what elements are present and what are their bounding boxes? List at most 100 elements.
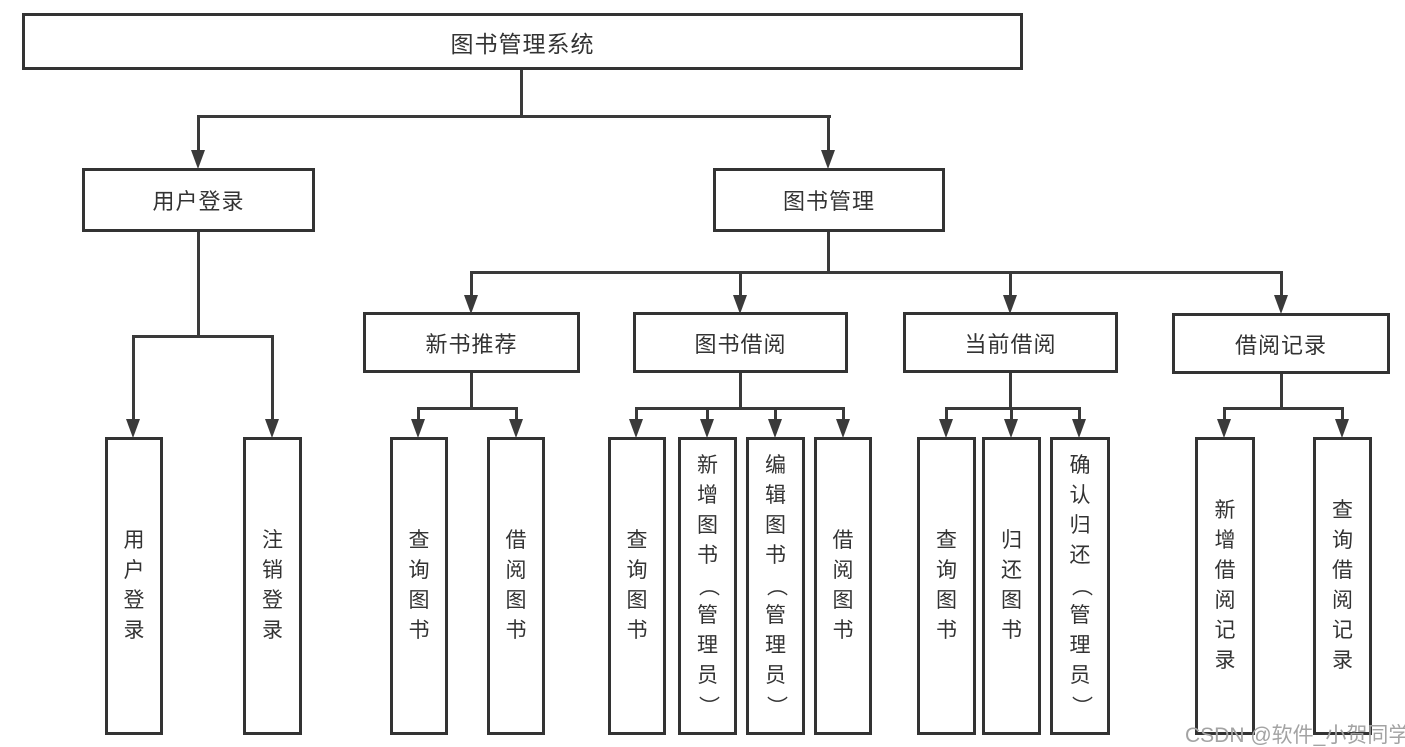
leaf-records-add-record: 新增借阅记录 (1195, 437, 1255, 735)
node-book-management: 图书管理 (713, 168, 945, 232)
arrowhead-records (1274, 295, 1288, 314)
connector-bb-query-drop (635, 407, 638, 421)
connector-leaf-logout-drop (271, 335, 274, 421)
node-user-login: 用户登录 (82, 168, 315, 232)
connector-records-drop (1280, 271, 1283, 297)
arrowhead-br-query (1335, 419, 1349, 438)
arrowhead-leaf-logout (265, 419, 279, 438)
arrowhead-bb-borrow (836, 419, 850, 438)
vertical-char: 询 (936, 559, 957, 582)
vertical-char: （ (1069, 575, 1092, 597)
arrowhead-recommend (464, 295, 478, 314)
vertical-char: 书 (832, 619, 854, 642)
arrowhead-borrowing (733, 295, 747, 314)
vertical-char: 录 (1214, 649, 1236, 672)
leaf-borrowing-edit-books-admin: 编辑图书（管理员） (746, 437, 805, 735)
arrowhead-bb-add (700, 419, 714, 438)
vertical-char: 增 (697, 484, 718, 507)
connector-borrowing-crossbar (635, 407, 845, 410)
connector-root-crossbar (198, 115, 831, 118)
vertical-char: 书 (408, 619, 430, 642)
vertical-char: 录 (1332, 649, 1353, 672)
vertical-char: 新 (697, 454, 718, 477)
connector-br-query-drop (1341, 407, 1344, 421)
vertical-char: 认 (1069, 484, 1091, 507)
vertical-char: （ (696, 575, 720, 597)
node-borrowing-records: 借阅记录 (1172, 313, 1390, 374)
vertical-char: 注 (262, 529, 283, 552)
vertical-char: 图 (832, 589, 854, 612)
leaf-borrowing-add-books-admin: 新增图书（管理员） (678, 437, 737, 735)
node-book-borrowing: 图书借阅 (633, 312, 848, 373)
arrowhead-rec-borrow (509, 419, 523, 438)
leaf-logout: 注销登录 (243, 437, 302, 735)
connector-user-login-crossbar (132, 335, 274, 338)
vertical-char: 书 (765, 544, 786, 567)
vertical-char: 录 (123, 619, 145, 642)
connector-rec-borrow-drop (515, 407, 518, 421)
connector-records-stem (1280, 374, 1283, 410)
vertical-char: 图 (765, 514, 786, 537)
connector-root-stem (520, 70, 523, 118)
vertical-char: （ (764, 575, 788, 597)
vertical-char: 用 (123, 529, 145, 552)
connector-borrowing-drop (739, 271, 742, 297)
vertical-char: 登 (262, 589, 283, 612)
connector-user-login-stem (197, 232, 200, 338)
leaf-recommend-query-books: 查询图书 (390, 437, 448, 735)
vertical-char: 归 (1069, 514, 1091, 537)
connector-cb-query-drop (945, 407, 948, 421)
vertical-char: 登 (123, 589, 145, 612)
arrowhead-user-login (191, 150, 205, 169)
vertical-char: 阅 (1214, 589, 1236, 612)
vertical-char: ） (1069, 695, 1092, 717)
leaf-current-confirm-return-admin: 确认归还（管理员） (1050, 437, 1110, 735)
vertical-char: ） (696, 695, 720, 717)
vertical-char: ） (764, 695, 788, 717)
vertical-char: 借 (1214, 559, 1236, 582)
vertical-char: 确 (1069, 454, 1091, 477)
connector-records-crossbar (1223, 407, 1344, 410)
vertical-char: 阅 (505, 559, 527, 582)
vertical-char: 查 (1332, 499, 1353, 522)
connector-current-crossbar (945, 407, 1081, 410)
vertical-char: 辑 (765, 484, 786, 507)
connector-book-management-drop (827, 115, 830, 152)
node-current-borrowing: 当前借阅 (903, 312, 1118, 373)
vertical-char: 管 (1069, 604, 1091, 627)
arrowhead-cb-return (1004, 419, 1018, 438)
vertical-char: 员 (765, 664, 786, 687)
connector-rec-query-drop (417, 407, 420, 421)
vertical-char: 理 (1069, 634, 1091, 657)
vertical-char: 询 (408, 559, 430, 582)
vertical-char: 查 (626, 529, 648, 552)
vertical-char: 图 (505, 589, 527, 612)
vertical-char: 书 (1001, 619, 1022, 642)
connector-current-stem (1009, 373, 1012, 410)
node-new-book-recommend: 新书推荐 (363, 312, 580, 373)
connector-br-add-drop (1223, 407, 1226, 421)
vertical-char: 图 (626, 589, 648, 612)
vertical-char: 图 (1001, 589, 1022, 612)
arrowhead-br-add (1217, 419, 1231, 438)
vertical-char: 借 (1332, 559, 1353, 582)
vertical-char: 图 (408, 589, 430, 612)
arrowhead-cb-confirm (1072, 419, 1086, 438)
connector-recommend-crossbar (417, 407, 518, 410)
connector-book-management-stem (827, 232, 830, 273)
vertical-char: 户 (123, 559, 145, 582)
vertical-char: 阅 (1332, 589, 1353, 612)
vertical-char: 查 (936, 529, 957, 552)
leaf-borrowing-borrow-books: 借阅图书 (814, 437, 872, 735)
vertical-char: 理 (765, 634, 786, 657)
vertical-char: 归 (1001, 529, 1022, 552)
vertical-char: 还 (1001, 559, 1022, 582)
vertical-char: 管 (697, 604, 718, 627)
vertical-char: 员 (1069, 664, 1091, 687)
leaf-records-query-record: 查询借阅记录 (1313, 437, 1372, 735)
leaf-borrowing-query-books: 查询图书 (608, 437, 666, 735)
arrowhead-bb-query (629, 419, 643, 438)
vertical-char: 询 (1332, 529, 1353, 552)
vertical-char: 记 (1214, 619, 1236, 642)
